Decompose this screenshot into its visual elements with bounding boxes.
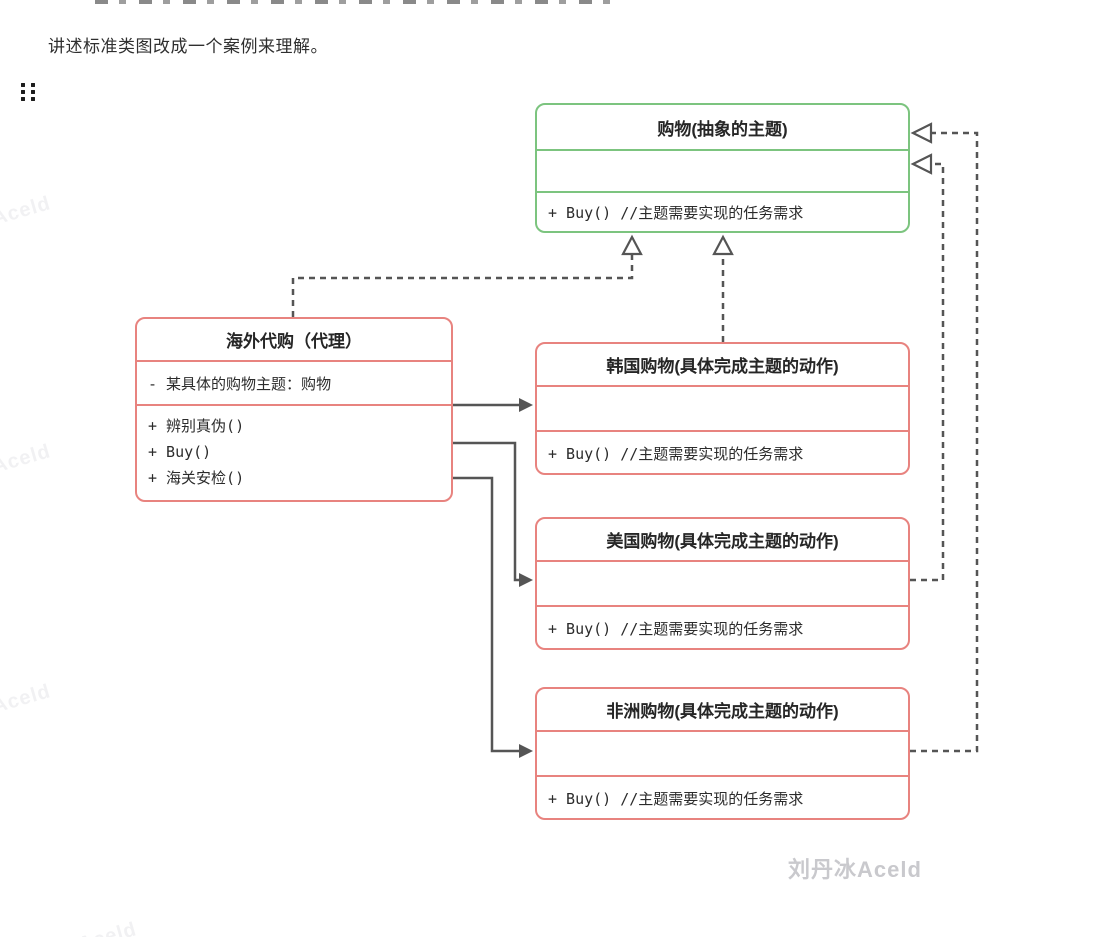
class-box-abstract-subject: 购物(抽象的主题) + Buy() //主题需要实现的任务需求 — [535, 103, 910, 233]
class-attributes-empty — [537, 730, 908, 775]
hollow-triangle-up-icon — [621, 234, 643, 256]
hollow-triangle-left-icon — [910, 153, 933, 175]
class-attribute: - 某具体的购物主题：购物 — [137, 360, 451, 404]
class-box-africa: 非洲购物(具体完成主题的动作) + Buy() //主题需要实现的任务需求 — [535, 687, 910, 820]
arrow-proxy-to-usa — [453, 441, 520, 582]
class-method: + Buy() //主题需要实现的任务需求 — [537, 775, 908, 819]
arrowhead-icon — [519, 573, 533, 587]
class-box-korea: 韩国购物(具体完成主题的动作) + Buy() //主题需要实现的任务需求 — [535, 342, 910, 475]
class-box-usa: 美国购物(具体完成主题的动作) + Buy() //主题需要实现的任务需求 — [535, 517, 910, 650]
arrow-proxy-to-africa — [453, 476, 520, 753]
class-attributes-empty — [537, 560, 908, 605]
hollow-triangle-up-icon — [712, 234, 734, 256]
watermark-signature: 刘丹冰Aceld — [788, 857, 922, 882]
dashed-usa-to-abstract — [910, 162, 945, 582]
class-method: + Buy() //主题需要实现的任务需求 — [537, 605, 908, 649]
class-method: + Buy() //主题需要实现的任务需求 — [537, 430, 908, 474]
class-title: 购物(抽象的主题) — [657, 119, 788, 139]
dashed-africa-to-abstract — [910, 131, 979, 753]
watermark-aceld: Aceld — [0, 192, 54, 230]
clipped-text-fragment — [95, 0, 623, 4]
class-title: 美国购物(具体完成主题的动作) — [606, 532, 839, 551]
class-box-proxy: 海外代购（代理） - 某具体的购物主题：购物 + 辨别真伪() + Buy() … — [135, 317, 453, 502]
hollow-triangle-left-icon — [910, 122, 933, 144]
class-title: 非洲购物(具体完成主题的动作) — [606, 702, 839, 721]
class-title: 海外代购（代理） — [226, 332, 362, 351]
class-method: + 海关安检() — [148, 469, 245, 487]
arrowhead-icon — [519, 398, 533, 412]
intro-text: 讲述标准类图改成一个案例来理解。 — [48, 37, 328, 56]
class-method: + 辨别真伪() — [148, 417, 245, 435]
class-title: 韩国购物(具体完成主题的动作) — [606, 357, 839, 376]
watermark-aceld: Aceld — [0, 440, 54, 478]
block-drag-handle-icon[interactable] — [21, 83, 35, 101]
class-attributes-empty — [537, 149, 908, 191]
watermark-aceld: Aceld — [76, 918, 140, 937]
watermark-aceld: Aceld — [0, 680, 54, 718]
class-methods: + 辨别真伪() + Buy() + 海关安检() — [137, 404, 451, 499]
class-method: + Buy() — [148, 443, 212, 461]
class-attributes-empty — [537, 385, 908, 430]
arrowhead-icon — [519, 744, 533, 758]
dashed-proxy-to-abstract — [291, 255, 634, 317]
class-method: + Buy() //主题需要实现的任务需求 — [537, 191, 908, 232]
